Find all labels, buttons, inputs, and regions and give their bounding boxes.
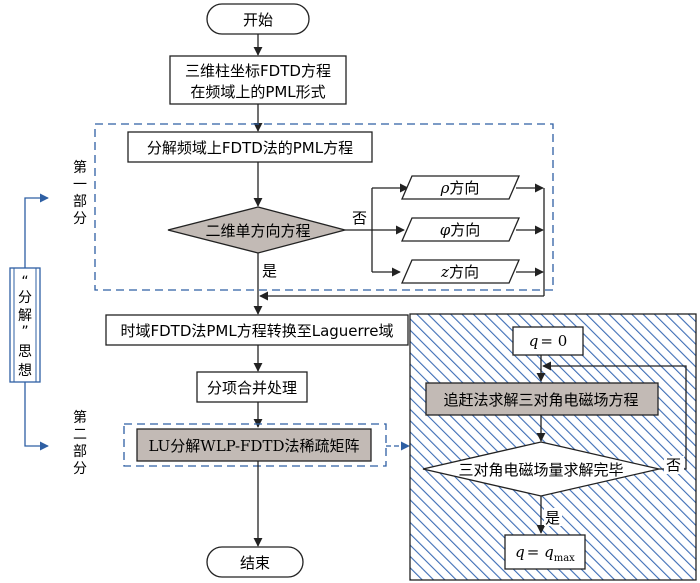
- idea-char-1: 分: [18, 290, 32, 306]
- solved-yes-label: 是: [545, 509, 560, 527]
- rho-direction-box: [401, 175, 520, 200]
- merge-terms-label: 分项合并处理: [207, 379, 297, 397]
- part2-char-3: 分: [73, 461, 87, 477]
- z-direction-box: [401, 259, 520, 284]
- q-max-box: [504, 534, 586, 570]
- part1-char-3: 分: [73, 211, 87, 227]
- decision-no-label: 否: [352, 209, 367, 227]
- chase-method-box: [425, 382, 659, 416]
- loop-no-label-bg: [664, 456, 684, 474]
- q-init-label: q= 0: [529, 332, 568, 350]
- part1-char-2: 部: [73, 194, 87, 210]
- part1-side-label: 第 一 部 分: [73, 159, 87, 227]
- decompose-pml-box: [127, 131, 373, 163]
- cyl-fdtd-line2: 在频域上的PML形式: [190, 83, 325, 101]
- part2-char-2: 部: [73, 444, 87, 460]
- idea-char-0: “: [21, 274, 28, 290]
- end-label: 结束: [240, 554, 270, 572]
- idea-char-5: 想: [18, 363, 32, 379]
- idea-box-outer: [9, 267, 41, 383]
- lu-decompose-label: LU分解WLP-FDTD法稀疏矩阵: [149, 437, 360, 455]
- part2-dashed-frame: [123, 423, 387, 467]
- part2-char-1: 二: [73, 427, 87, 443]
- idea-char-3: ”: [21, 324, 28, 340]
- phi-direction-box: [401, 217, 520, 242]
- cyl-fdtd-line1: 三维柱坐标FDTD方程: [185, 62, 331, 80]
- decision-yes-label: 是: [262, 262, 277, 280]
- start-label: 开始: [243, 11, 273, 29]
- q-max-label: q= qmax: [515, 543, 575, 564]
- idea-to-part1-arrow: [24, 193, 49, 268]
- rho-direction-label: ρ方向: [440, 179, 480, 197]
- part2-side-label: 第 二 部 分: [73, 409, 87, 477]
- lu-decompose-box: [136, 428, 372, 462]
- part1-char-1: 一: [73, 177, 87, 193]
- part2-char-0: 第: [73, 409, 87, 426]
- phi-direction-label: φ方向: [440, 221, 481, 239]
- loop-no-label: 否: [666, 456, 681, 474]
- solved-yes-label-bg: [544, 508, 562, 526]
- part1-dashed-frame: [94, 123, 554, 291]
- laguerre-convert-label: 时域FDTD法PML方程转换至Laguerre域: [120, 322, 393, 340]
- idea-side-label: “ 分 解 ” 思 想: [18, 274, 32, 379]
- cyl-fdtd-box: [169, 55, 347, 105]
- solved-decision-label: 三对角电磁场量求解完毕: [458, 461, 623, 479]
- idea-char-2: 解: [18, 308, 32, 324]
- z-direction-label: z方向: [440, 263, 479, 281]
- merge-terms-box: [196, 371, 308, 403]
- two-dim-decision-label: 二维单方向方程: [205, 222, 310, 240]
- idea-to-part2-arrow: [24, 382, 49, 451]
- idea-char-4: 思: [18, 344, 32, 360]
- end-terminal: [206, 546, 304, 578]
- chase-method-label: 追赶法求解三对角电磁场方程: [443, 391, 638, 409]
- part1-char-0: 第: [73, 159, 87, 176]
- decompose-pml-label: 分解频域上FDTD法的PML方程: [147, 139, 353, 157]
- laguerre-convert-box: [105, 314, 409, 346]
- q-init-box: [512, 326, 584, 356]
